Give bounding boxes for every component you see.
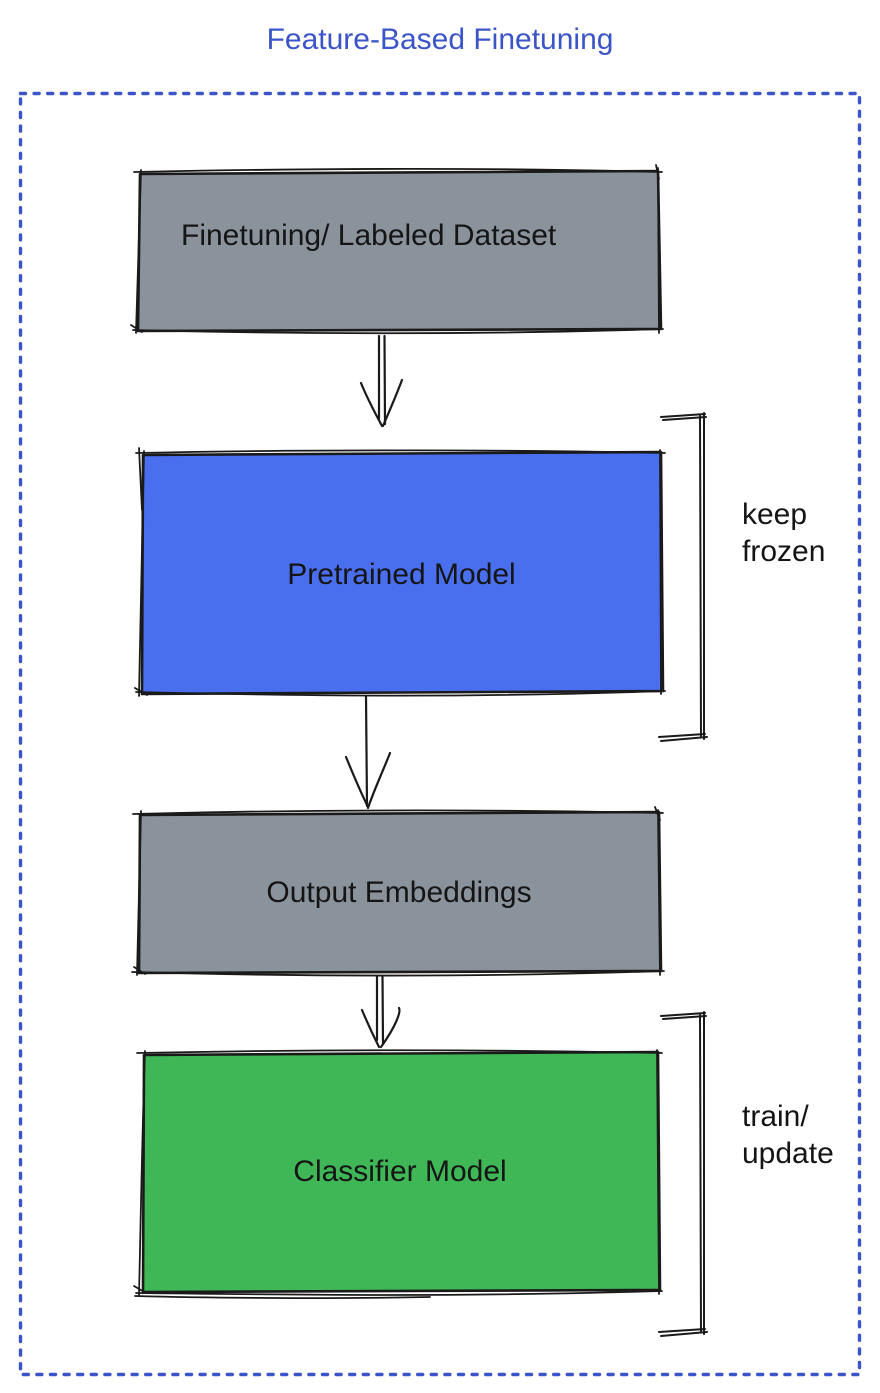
train-update-line-1: train/	[742, 1100, 809, 1133]
train-update-note: train/ update	[742, 1098, 834, 1172]
box-finetuning-dataset	[130, 164, 664, 335]
diagram-title: Feature-Based Finetuning	[266, 23, 614, 56]
box-pretrained-model-sketch	[134, 447, 666, 697]
box-classifier-model-label: Classifier Model	[293, 1155, 507, 1188]
box-output-embeddings-label: Output Embeddings	[266, 876, 532, 909]
box-pretrained-model-label: Pretrained Model	[287, 558, 516, 591]
box-classifier-model-fill	[141, 1050, 662, 1294]
arrow-pretrained-to-embeddings	[344, 694, 392, 810]
train-update-line-2: update	[742, 1137, 834, 1170]
bracket-train-update	[658, 1011, 708, 1337]
bracket-keep-frozen	[658, 412, 708, 742]
keep-frozen-line-1: keep	[742, 498, 808, 531]
keep-frozen-line-2: frozen	[742, 535, 826, 568]
keep-frozen-note: keep frozen	[742, 496, 825, 570]
box-output-embeddings	[131, 806, 665, 977]
box-finetuning-dataset-label: Finetuning/ Labeled Dataset	[181, 219, 557, 252]
box-pretrained-model	[134, 447, 666, 697]
box-classifier-model-sketch	[133, 1049, 663, 1299]
arrow-dataset-to-pretrained	[359, 334, 404, 428]
arrow-embeddings-to-classifier	[360, 974, 401, 1049]
box-finetuning-dataset-sketch	[130, 164, 664, 335]
box-classifier-model	[133, 1049, 663, 1299]
